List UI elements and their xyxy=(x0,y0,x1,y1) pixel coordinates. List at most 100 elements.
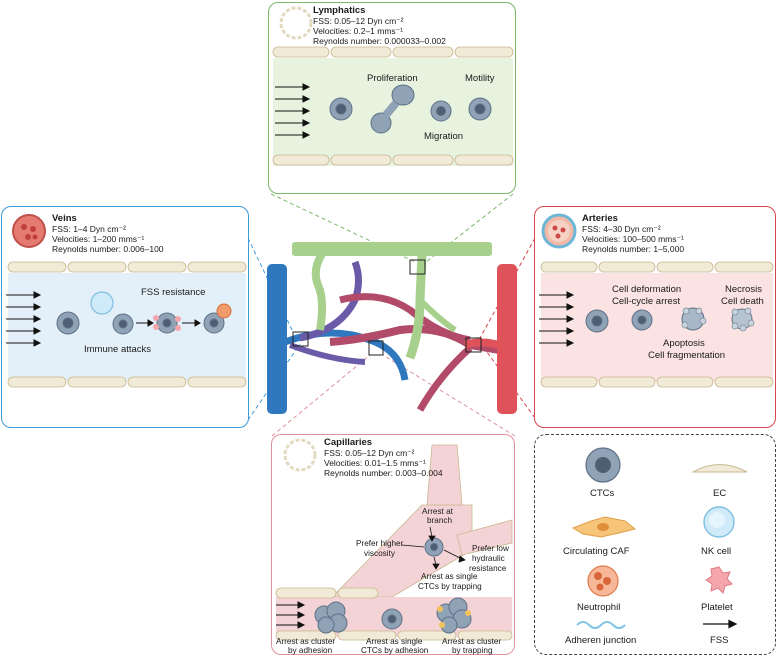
legend-fss-icon xyxy=(703,619,738,629)
capillary-red-3 xyxy=(416,345,473,412)
lymph-ec-bottom xyxy=(272,154,514,166)
zoom-box-vein xyxy=(292,331,309,347)
single-trapping-label-2: CTCs by trapping xyxy=(418,582,482,591)
single-adhesion-label-2: CTCs by adhesion xyxy=(361,646,429,655)
artery-apoptotic-bodies xyxy=(681,307,755,332)
capillary-red-2 xyxy=(339,293,471,344)
fss-resistance-label: FSS resistance xyxy=(141,287,206,298)
arteries-panel: Arteries FSS: 4–30 Dyn cm⁻² Velocities: … xyxy=(534,206,776,428)
legend-neutrophil-label: Neutrophil xyxy=(577,602,621,613)
veins-title: Veins xyxy=(52,213,77,224)
lymph-vessel-icon xyxy=(279,6,313,40)
arteries-velocity: Velocities: 100–500 mms⁻¹ xyxy=(582,234,684,244)
legend-ec-icon xyxy=(691,464,748,473)
vein-neutrophil xyxy=(216,303,232,319)
cell-deformation-label: Cell deformation xyxy=(612,284,682,295)
cluster-trapping-label-1: Arrest as cluster xyxy=(442,637,502,646)
artery-ec-top xyxy=(540,261,774,273)
lymph-ec-top xyxy=(272,46,514,58)
cluster-adhesion-label-1: Arrest as cluster xyxy=(276,637,336,646)
motility-label: Motility xyxy=(465,73,495,84)
capillary-branch-right xyxy=(456,519,513,556)
lymph-trunk xyxy=(292,242,492,256)
single-trapping-label-1: Arrest as single xyxy=(421,572,478,581)
vein-ec-bottom xyxy=(7,376,247,388)
cell-fragmentation-label: Cell fragmentation xyxy=(648,350,726,361)
capillaries-title: Capillaries xyxy=(324,437,373,448)
zoom-box-artery xyxy=(465,337,482,353)
low-hydraulic-label-2: hydraulic xyxy=(472,554,505,563)
legend-adherens-label: Adheren junction xyxy=(565,635,637,646)
low-hydraulic-label-1: Prefer low xyxy=(472,544,509,553)
lymphatics-velocity: Velocities: 0.2–1 mms⁻¹ xyxy=(313,26,403,36)
connector-lines xyxy=(247,193,536,437)
veins-reynolds: Reynolds number: 0.006–100 xyxy=(52,244,164,254)
apoptosis-label: Apoptosis xyxy=(663,338,705,349)
vein-fss-arrows xyxy=(6,291,42,347)
zoom-box-lymph xyxy=(409,259,426,275)
capillaries-velocity: Velocities: 0.01–1.5 mms⁻¹ xyxy=(324,458,426,468)
veins-velocity: Velocities: 1–200 mms⁻¹ xyxy=(52,234,145,244)
cluster-trapping-label-2: by trapping xyxy=(452,646,493,655)
zoom-box-capillary xyxy=(368,340,384,356)
arrest-branch-label-2: branch xyxy=(427,516,453,525)
capillaries-panel: Capillaries FSS: 0.05–12 Dyn cm⁻² Veloci… xyxy=(271,434,515,655)
legend-caf-icon xyxy=(571,516,637,538)
capillary-icon xyxy=(283,438,317,472)
lymph-ctc-cells xyxy=(329,84,492,134)
vein-ctc-cells xyxy=(56,311,225,335)
arteries-fss: FSS: 4–30 Dyn cm⁻² xyxy=(582,224,661,234)
lymph-branch-right-2 xyxy=(417,297,457,333)
lymph-branch-right xyxy=(405,253,427,360)
legend-ctc-icon xyxy=(585,447,621,483)
veins-panel: Veins FSS: 1–4 Dyn cm⁻² Velocities: 1–20… xyxy=(1,206,249,428)
cell-death-label: Cell death xyxy=(721,296,764,307)
higher-viscosity-label-1: Prefer higher xyxy=(356,539,404,548)
capillary-purple-2 xyxy=(288,342,366,365)
vein-vessel xyxy=(267,264,287,414)
legend-neutrophil-icon xyxy=(587,565,619,597)
capillary-branch-top xyxy=(426,444,463,506)
proliferation-label: Proliferation xyxy=(367,73,418,84)
legend-platelet-label: Platelet xyxy=(701,602,733,613)
artery-fss-arrows xyxy=(539,291,575,347)
legend-platelet-icon xyxy=(705,566,733,594)
legend-fss-label: FSS xyxy=(710,635,729,646)
artery-vessel xyxy=(497,264,517,414)
necrosis-label: Necrosis xyxy=(725,284,762,295)
lymph-fss-arrows xyxy=(275,83,311,139)
arrest-branch-label-1: Arrest at xyxy=(422,507,453,516)
vein-nk-cell xyxy=(90,291,114,315)
legend-nk-icon xyxy=(703,506,735,538)
cell-cycle-arrest-label: Cell-cycle arrest xyxy=(612,296,681,307)
migration-label: Migration xyxy=(424,131,464,142)
low-hydraulic-label-3: resistance xyxy=(469,564,507,573)
legend-ctcs-label: CTCs xyxy=(590,488,615,499)
arteries-title: Arteries xyxy=(582,213,618,224)
capillary-ec-bottom xyxy=(275,630,513,641)
legend-ec-label: EC xyxy=(713,488,727,499)
lymphatics-fss: FSS: 0.05–12 Dyn cm⁻² xyxy=(313,16,404,26)
artery-branch xyxy=(463,338,501,349)
vein-arrows xyxy=(136,319,201,327)
veins-fss: FSS: 1–4 Dyn cm⁻² xyxy=(52,224,126,234)
legend-panel: CTCs EC Circulating CAF NK cell Neutroph… xyxy=(534,434,776,655)
capillary-platelets xyxy=(437,606,471,628)
lymph-branch-left xyxy=(311,251,327,331)
artery-ec-bottom xyxy=(540,376,774,388)
capillaries-reynolds: Reynolds number: 0.003–0.004 xyxy=(324,468,443,478)
capillary-fss-arrows xyxy=(276,601,306,629)
higher-viscosity-label-2: viscosity xyxy=(364,549,395,558)
capillary-ec-top xyxy=(275,587,379,599)
vein-platelets xyxy=(153,315,181,331)
vein-icon xyxy=(12,214,46,248)
single-adhesion-label-1: Arrest as single xyxy=(366,637,423,646)
immune-attacks-label: Immune attacks xyxy=(84,344,152,355)
legend-nk-label: NK cell xyxy=(701,546,732,557)
legend-adherens-icon xyxy=(576,621,626,629)
lymphatics-title: Lymphatics xyxy=(313,5,366,16)
capillaries-fss: FSS: 0.05–12 Dyn cm⁻² xyxy=(324,448,415,458)
vein-ec-top xyxy=(7,261,247,273)
arteries-reynolds: Reynolds number: 1–5,000 xyxy=(582,244,685,254)
